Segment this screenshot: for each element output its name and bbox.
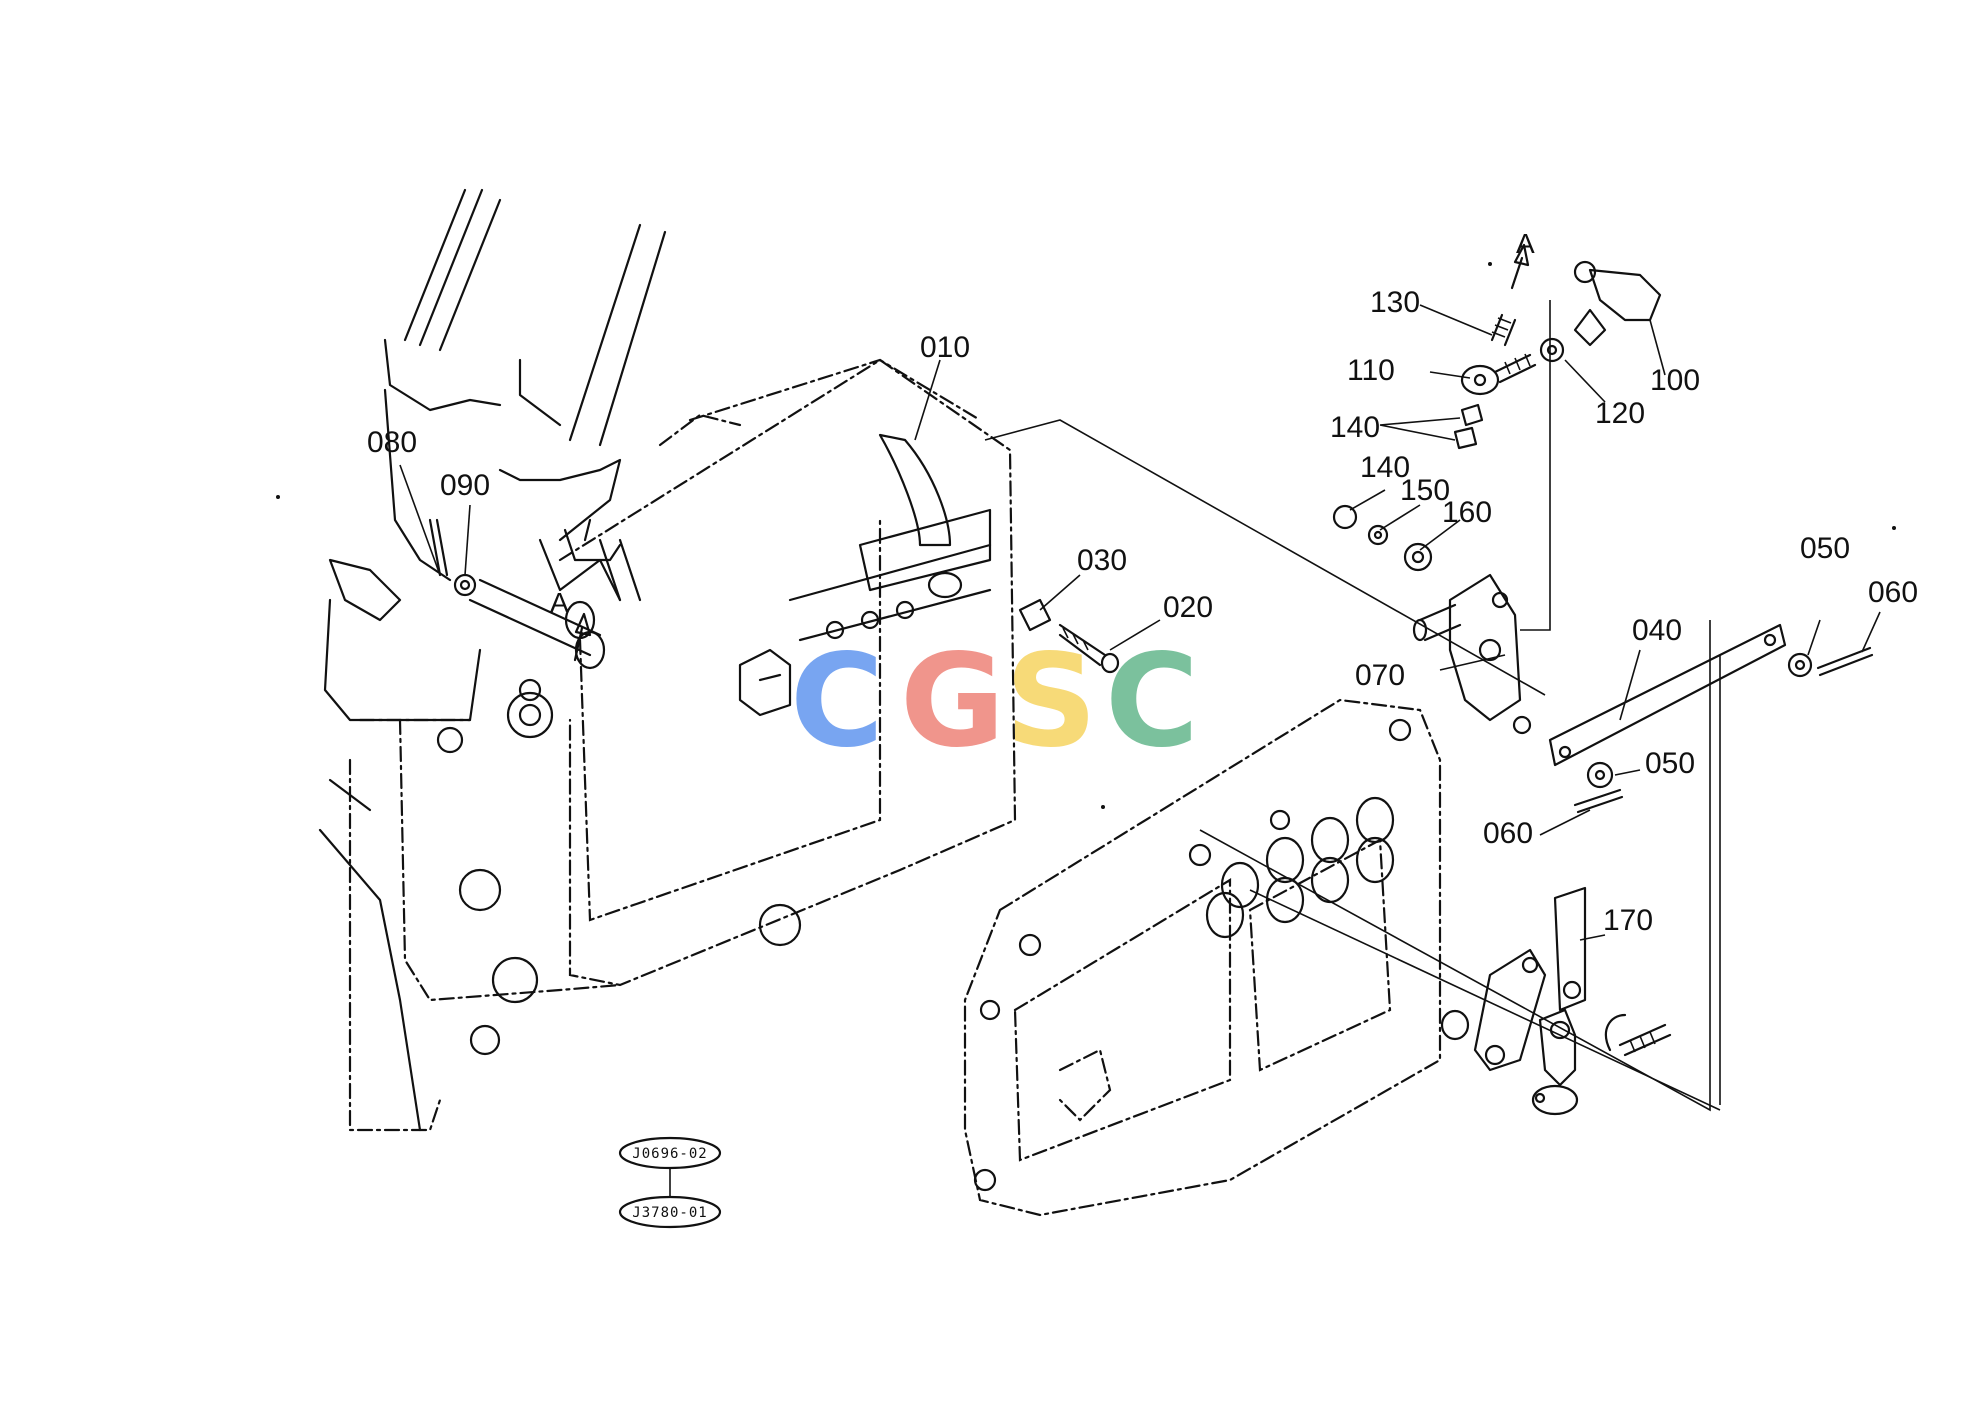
part-label-160: 160 — [1442, 496, 1492, 529]
shift-fork — [788, 433, 992, 642]
link-rod — [1548, 623, 1787, 767]
part-label-040: 040 — [1632, 614, 1682, 647]
part-label-110: 110 — [1347, 354, 1395, 387]
lever-arm — [1412, 573, 1532, 735]
leader-lines — [399, 300, 1881, 1112]
part-label-140-lower: 140 — [1360, 451, 1410, 484]
part-label-130: 130 — [1370, 286, 1420, 319]
watermark-letter-1: C — [790, 627, 884, 776]
part-label-050-lower: 050 — [1645, 747, 1695, 780]
watermark-letter-2: G — [900, 627, 1005, 776]
part-label-080: 080 — [367, 426, 417, 459]
lower-linkage — [1440, 886, 1672, 1116]
part-label-030: 030 — [1077, 544, 1127, 577]
part-label-090: 090 — [440, 469, 490, 502]
left-pin-washer — [428, 518, 477, 597]
housing-bracket — [738, 648, 792, 717]
part-label-020: 020 — [1163, 591, 1213, 624]
part-label-070: 070 — [1355, 659, 1405, 692]
reference-code-upper: J0696-02 — [632, 1146, 707, 1162]
part-label-010: 010 — [920, 331, 970, 364]
part-label-170: 170 — [1603, 904, 1653, 937]
part-labels: 010 020 030 040 050 050 060 060 070 080 … — [367, 228, 1918, 937]
arrow-label-a-upper: A — [1516, 228, 1535, 259]
transmission-housing — [318, 188, 1017, 1132]
arrow-label-a-left: A — [550, 587, 569, 618]
part-label-060-upper: 060 — [1868, 576, 1918, 609]
part-label-100: 100 — [1650, 364, 1700, 397]
part-label-050-upper: 050 — [1800, 532, 1850, 565]
part-label-140-upper: 140 — [1330, 411, 1380, 444]
reference-code-lower: J3780-01 — [632, 1205, 707, 1221]
part-label-060-lower: 060 — [1483, 817, 1533, 850]
reference-codes: J0696-02 J3780-01 — [618, 1136, 722, 1229]
small-hardware — [1332, 504, 1874, 814]
part-label-150: 150 — [1400, 474, 1450, 507]
watermark-letter-3: S — [1005, 627, 1097, 776]
watermark-logo: C G S C — [790, 627, 1199, 776]
cover-plate — [963, 698, 1442, 1217]
part-label-120: 120 — [1595, 397, 1645, 430]
watermark-letter-4: C — [1105, 627, 1199, 776]
reference-oval-lower — [618, 1195, 722, 1229]
arrow-a-left — [573, 612, 592, 662]
bolt-and-nut — [1018, 598, 1120, 674]
